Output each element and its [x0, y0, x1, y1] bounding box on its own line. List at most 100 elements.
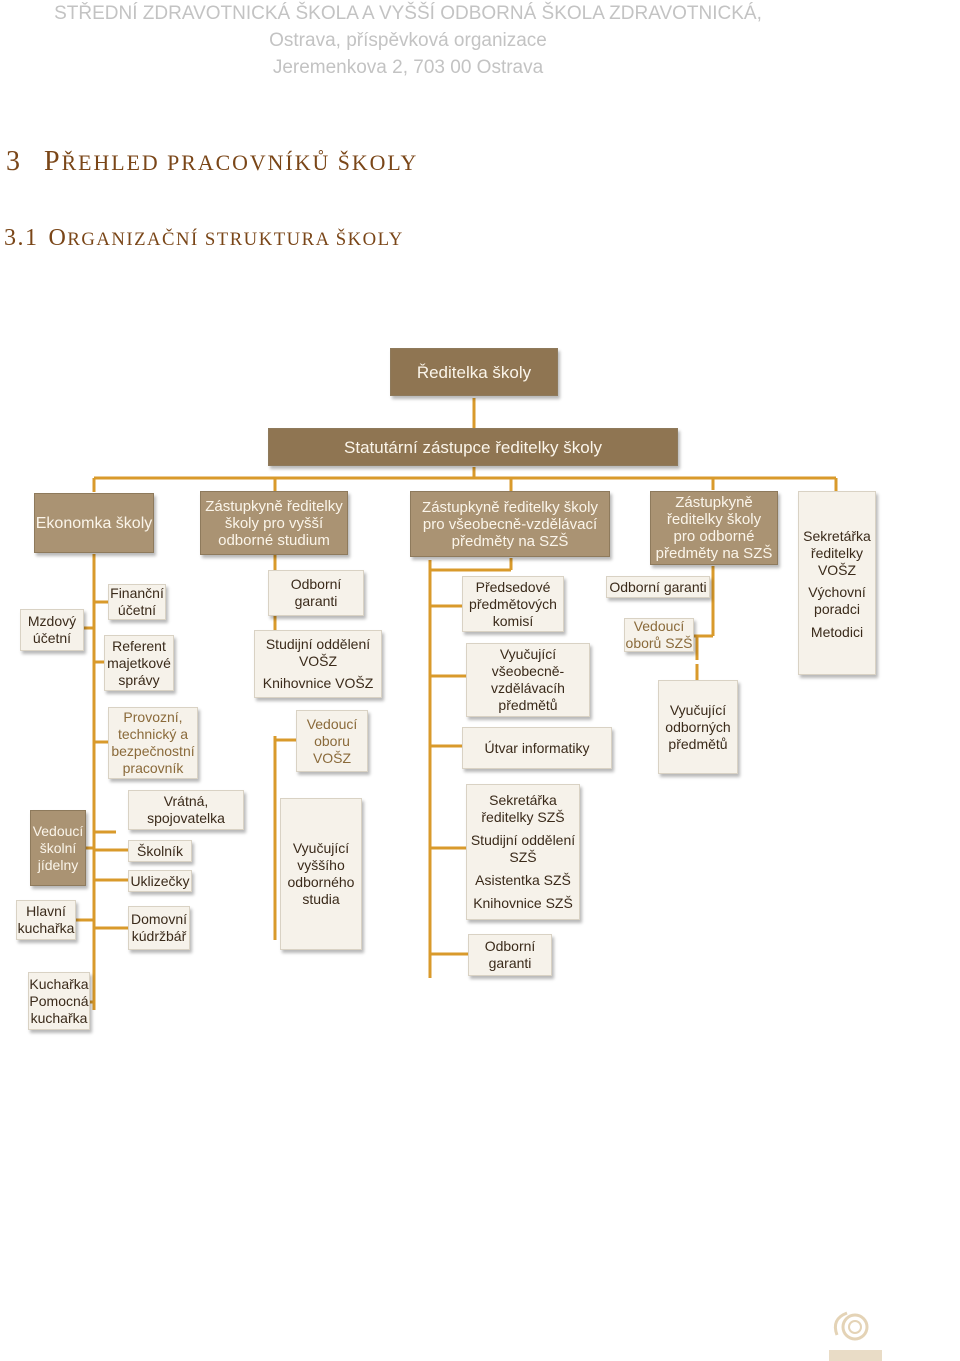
box-sekretarka-szs: Sekretářka ředitelky SZŠ Studijní odděle…	[466, 784, 580, 920]
odb-garanti-szs2-line: Odborní	[484, 938, 536, 954]
box-odborni-garanti-szs-2: Odborní garanti	[468, 934, 552, 976]
box-zastupkyne-vos: Zástupkyně ředitelky školy pro vyšší odb…	[200, 491, 348, 555]
box-statutarni-zastupce: Statutární zástupce ředitelky školy	[268, 428, 678, 466]
vedouci-szs-line: oborů SZŠ	[625, 635, 693, 651]
vedouci-jidelny-line: školní	[39, 839, 77, 856]
vyucujici-vos-line: vyššího	[297, 857, 345, 873]
vratna-line: spojovatelka	[147, 810, 225, 826]
vyucujici-vos-line: odborného	[287, 874, 355, 890]
vyucujici-odb-line: předmětů	[668, 735, 728, 752]
vedouci-szs-line: Vedoucí	[633, 618, 685, 634]
page-footer-bar	[829, 1350, 882, 1361]
zast-odb-line: pro odborné	[673, 528, 755, 545]
zast-odb-line: předměty na SZŠ	[655, 545, 773, 562]
predsedove-line: předmětových	[469, 595, 557, 612]
hlavni-kucharka-line: kuchařka	[17, 920, 75, 936]
header-line-3: Jeremenkova 2, 703 00 Ostrava	[272, 57, 544, 78]
provozni-line: technický a	[117, 726, 189, 742]
mzdova-line: Mzdový	[27, 613, 77, 629]
box-odborni-garanti-szs: Odborní garanti	[606, 576, 710, 598]
vyucujici-vseob-line: předmětů	[498, 697, 558, 713]
referent-line: majetkové	[107, 654, 171, 671]
odb-garanti-vos-line: Odborní	[290, 576, 342, 592]
referent-line: správy	[118, 671, 160, 688]
studijni-vos-line: VOŠZ	[298, 653, 338, 669]
provozni-line: bezpečnostní	[111, 743, 195, 759]
zast-vos-line: odborné studium	[218, 531, 330, 549]
odb-garanti-vos-line: garanti	[294, 593, 338, 609]
box-odborni-garanti-vos: Odborní garanti	[268, 570, 364, 616]
sekretarka-vos-line: poradci	[814, 601, 860, 617]
heading-1-rest: ŘEHLED PRACOVNÍKŮ ŠKOLY	[61, 151, 419, 175]
provozni-line: Provozní,	[123, 709, 183, 725]
predsedove-line: komisí	[492, 612, 534, 629]
box-skolnik: Školník	[128, 840, 192, 862]
box-reditelka-label: Ředitelka školy	[416, 362, 532, 382]
box-domovni: Domovní kúdržbář	[128, 906, 190, 950]
box-utvar-informatiky: Útvar informatiky	[462, 727, 612, 769]
odb-garanti-szs2-line: garanti	[488, 955, 532, 971]
heading-2-number: 3.1	[4, 225, 39, 251]
utvar-label: Útvar informatiky	[484, 739, 590, 756]
box-zastupkyne-vseob: Zástupkyně ředitelky školy pro všeobecně…	[410, 491, 610, 557]
box-vratna: Vrátná, spojovatelka	[128, 790, 244, 830]
uklizecky-label: Uklizečky	[130, 872, 190, 889]
box-ekonomka-label: Ekonomka školy	[35, 514, 153, 532]
sekretarka-vos-line: ředitelky	[810, 545, 864, 561]
box-hlavni-kucharka: Hlavní kuchařka	[16, 900, 76, 940]
vyucujici-vseob-line: vzdělávacíh	[491, 680, 565, 696]
vratna-line: Vrátná,	[163, 793, 209, 809]
box-sekretarka-vosz: Sekretářka ředitelky VOŠZ Výchovní porad…	[798, 491, 876, 675]
zast-vos-line: Zástupkyně ředitelky	[205, 497, 343, 515]
heading-2-first: O	[48, 225, 68, 251]
vyucujici-odb-line: odborných	[665, 718, 731, 735]
box-reditelka: Ředitelka školy	[390, 348, 558, 396]
box-predsedove: Předsedové předmětových komisí	[462, 576, 564, 632]
vyucujici-vseob-line: všeobecně-	[491, 663, 565, 679]
vedouci-vos-line: Vedoucí	[306, 715, 358, 732]
box-vyucujici-vos: Vyučující vyššího odborného studia	[280, 798, 362, 950]
box-financni-ucetni: Finanční účetní	[108, 584, 166, 620]
sekretarka-vos-line: VOŠZ	[817, 562, 857, 578]
financni-line: účetní	[117, 602, 157, 618]
box-vedouci-oboru-vos: Vedoucí oboru VOŠZ	[296, 710, 368, 772]
mzdova-line: účetní	[32, 630, 72, 646]
box-referent: Referent majetkové správy	[104, 635, 174, 691]
odb-garanti-szs-label: Odborní garanti	[609, 578, 707, 595]
sekretarka-vos-line: Výchovní	[808, 584, 866, 600]
vyucujici-odb-line: Vyučující	[669, 701, 727, 718]
financni-line: Finanční	[110, 585, 164, 601]
domovni-line: kúdržbář	[131, 928, 187, 944]
box-vedouci-oboru-szs: Vedoucí oborů SZŠ	[624, 618, 694, 652]
heading-1-first: P	[44, 146, 62, 177]
box-kucharka: Kuchařka Pomocná kuchařka	[28, 972, 90, 1030]
vyucujici-vseob-line: Vyučující	[499, 646, 557, 662]
kucharka-line: Kuchařka	[29, 975, 89, 992]
zast-vos-line: školy pro vyšší	[224, 514, 324, 532]
skolnik-label: Školník	[137, 842, 183, 859]
page-number-ornament-icon	[833, 1311, 869, 1341]
sekretarka-szs-line: ředitelky SZŠ	[481, 809, 565, 825]
domovni-line: Domovní	[130, 911, 188, 927]
heading-1-number: 3	[6, 146, 22, 177]
studijni-vos-line: Studijní oddělení	[265, 636, 371, 652]
sekretarka-vos-line: Sekretářka	[803, 528, 871, 544]
zast-vseob-line: pro všeobecně-vzdělávací	[422, 515, 598, 533]
sekretarka-szs-line: Knihovnice SZŠ	[473, 895, 573, 911]
zast-vseob-line: Zástupkyně ředitelky školy	[422, 498, 598, 516]
box-vyucujici-odb: Vyučující odborných předmětů	[658, 680, 738, 774]
zast-vseob-line: předměty na SZŠ	[451, 532, 569, 550]
kucharka-line: Pomocná	[29, 992, 89, 1009]
studijni-vos-line: Knihovnice VOŠZ	[262, 675, 374, 691]
hlavni-kucharka-line: Hlavní	[26, 903, 66, 919]
box-studijni-vos: Studijní oddělení VOŠZ Knihovnice VOŠZ	[254, 630, 382, 698]
sekretarka-szs-line: SZŠ	[509, 849, 537, 865]
zast-odb-line: ředitelky školy	[666, 511, 762, 528]
box-mzdova-ucetni: Mzdový účetní	[20, 609, 84, 651]
vedouci-jidelny-line: jídelny	[37, 856, 79, 873]
header-line-2: Ostrava, příspěvková organizace	[269, 30, 547, 51]
sekretarka-szs-line: Sekretářka	[489, 792, 557, 808]
